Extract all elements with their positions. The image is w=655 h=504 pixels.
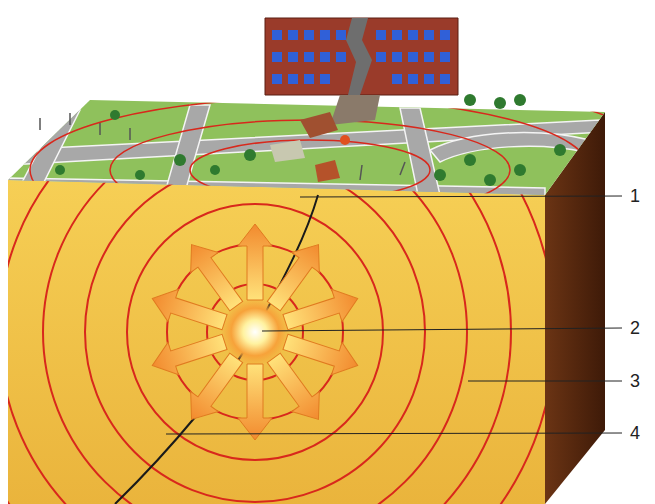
callout-number: 3 <box>628 370 642 392</box>
callout-number: 4 <box>628 422 642 444</box>
roads <box>8 105 605 196</box>
surface-waves <box>0 75 655 265</box>
cracked-building <box>265 18 458 125</box>
energy-arrows <box>147 224 363 440</box>
callout-number: 1 <box>628 185 642 207</box>
poles <box>40 113 405 180</box>
callout-number: 2 <box>628 317 642 339</box>
debris <box>270 112 350 182</box>
leader-lines <box>166 196 622 434</box>
seismic-waves <box>0 0 600 504</box>
ground-surface <box>8 100 605 195</box>
ground-front <box>8 180 545 504</box>
trees <box>55 94 566 186</box>
